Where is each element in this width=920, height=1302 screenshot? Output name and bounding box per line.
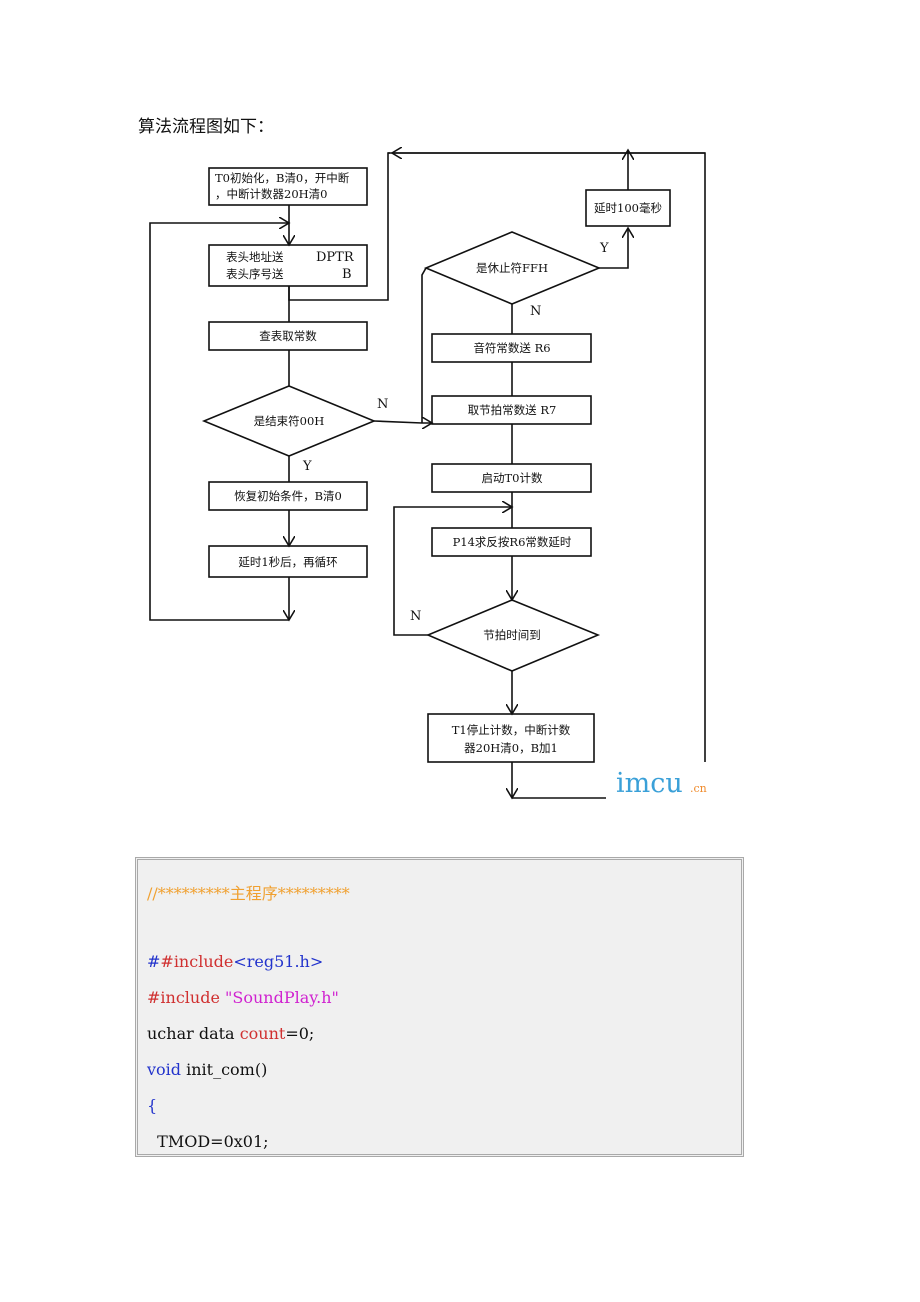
- label-n-end: N: [377, 397, 388, 412]
- code-include-file: <reg51.h>: [233, 952, 324, 971]
- box-lookup-text: 查表取常数: [259, 329, 317, 343]
- box-table-text-1a: 表头地址送: [226, 250, 284, 264]
- code-line-decl: uchar data count=0;: [147, 1024, 314, 1043]
- label-n-stop: N: [530, 304, 541, 319]
- box-lookup: [208, 321, 368, 351]
- decision-end-text: 是结束符00H: [254, 414, 325, 428]
- box-start-text: 启动T0计数: [482, 471, 543, 485]
- box-init: [208, 167, 368, 206]
- flowchart: T0初始化，B清0，开中断 ，中断计数器20H清0 表头地址送 DPTR 表头序…: [149, 140, 718, 802]
- box-init-text-2: ，中断计数器20H清0: [215, 187, 327, 201]
- box-restore: [208, 481, 368, 511]
- watermark-logo: imcu: [616, 768, 683, 799]
- box-note-text: 音符常数送 R6: [473, 341, 550, 355]
- code-include-string: "SoundPlay.h": [219, 988, 339, 1007]
- box-restore-text: 恢复初始条件，B清0: [234, 489, 342, 503]
- code-tmod: TMOD=0x01;: [147, 1132, 269, 1151]
- label-n-beat: N: [410, 609, 421, 624]
- intro-text: 算法流程图如下：: [138, 117, 274, 137]
- code-line-include-2: #include "SoundPlay.h": [147, 988, 339, 1007]
- decision-stop-text: 是休止符FFH: [476, 261, 548, 275]
- box-p14-text: P14求反按R6常数延时: [453, 535, 572, 549]
- code-var: count: [239, 1024, 286, 1043]
- label-y-end: Y: [302, 459, 312, 474]
- box-t1-text-1: T1停止计数，中断计数: [452, 723, 571, 737]
- code-hash: #: [147, 952, 161, 971]
- code-assign: =0;: [285, 1024, 315, 1043]
- code-line-func: void init_com(): [147, 1060, 267, 1079]
- box-delay100-text: 延时100毫秒: [594, 201, 662, 215]
- code-include-kw: #include: [160, 952, 234, 971]
- code-comment: //*********主程序*********: [147, 884, 350, 903]
- box-table-text-2a: 表头序号送: [226, 267, 284, 281]
- code-line-include-1: ##include<reg51.h>: [147, 952, 323, 971]
- code-brace: {: [147, 1096, 158, 1115]
- code-type: uchar data: [147, 1024, 240, 1043]
- code-void: void: [147, 1060, 182, 1079]
- decision-beat-time-text: 节拍时间到: [483, 628, 541, 642]
- box-table-text-2b: B: [342, 267, 352, 282]
- label-y-stop: Y: [599, 241, 609, 256]
- code-include-kw-2: #include: [147, 988, 220, 1007]
- code-func-name: init_com(): [181, 1060, 268, 1079]
- box-delay1s-text: 延时1秒后，再循环: [238, 555, 337, 569]
- box-init-text-1: T0初始化，B清0，开中断: [215, 171, 350, 185]
- box-table-text-1b: DPTR: [316, 250, 355, 265]
- code-block: //*********主程序********* ##include<reg51.…: [135, 857, 744, 1157]
- watermark-suffix: .cn: [690, 782, 707, 795]
- box-beat-text: 取节拍常数送 R7: [468, 403, 557, 417]
- box-t1-text-2: 器20H清0，B加1: [464, 741, 558, 755]
